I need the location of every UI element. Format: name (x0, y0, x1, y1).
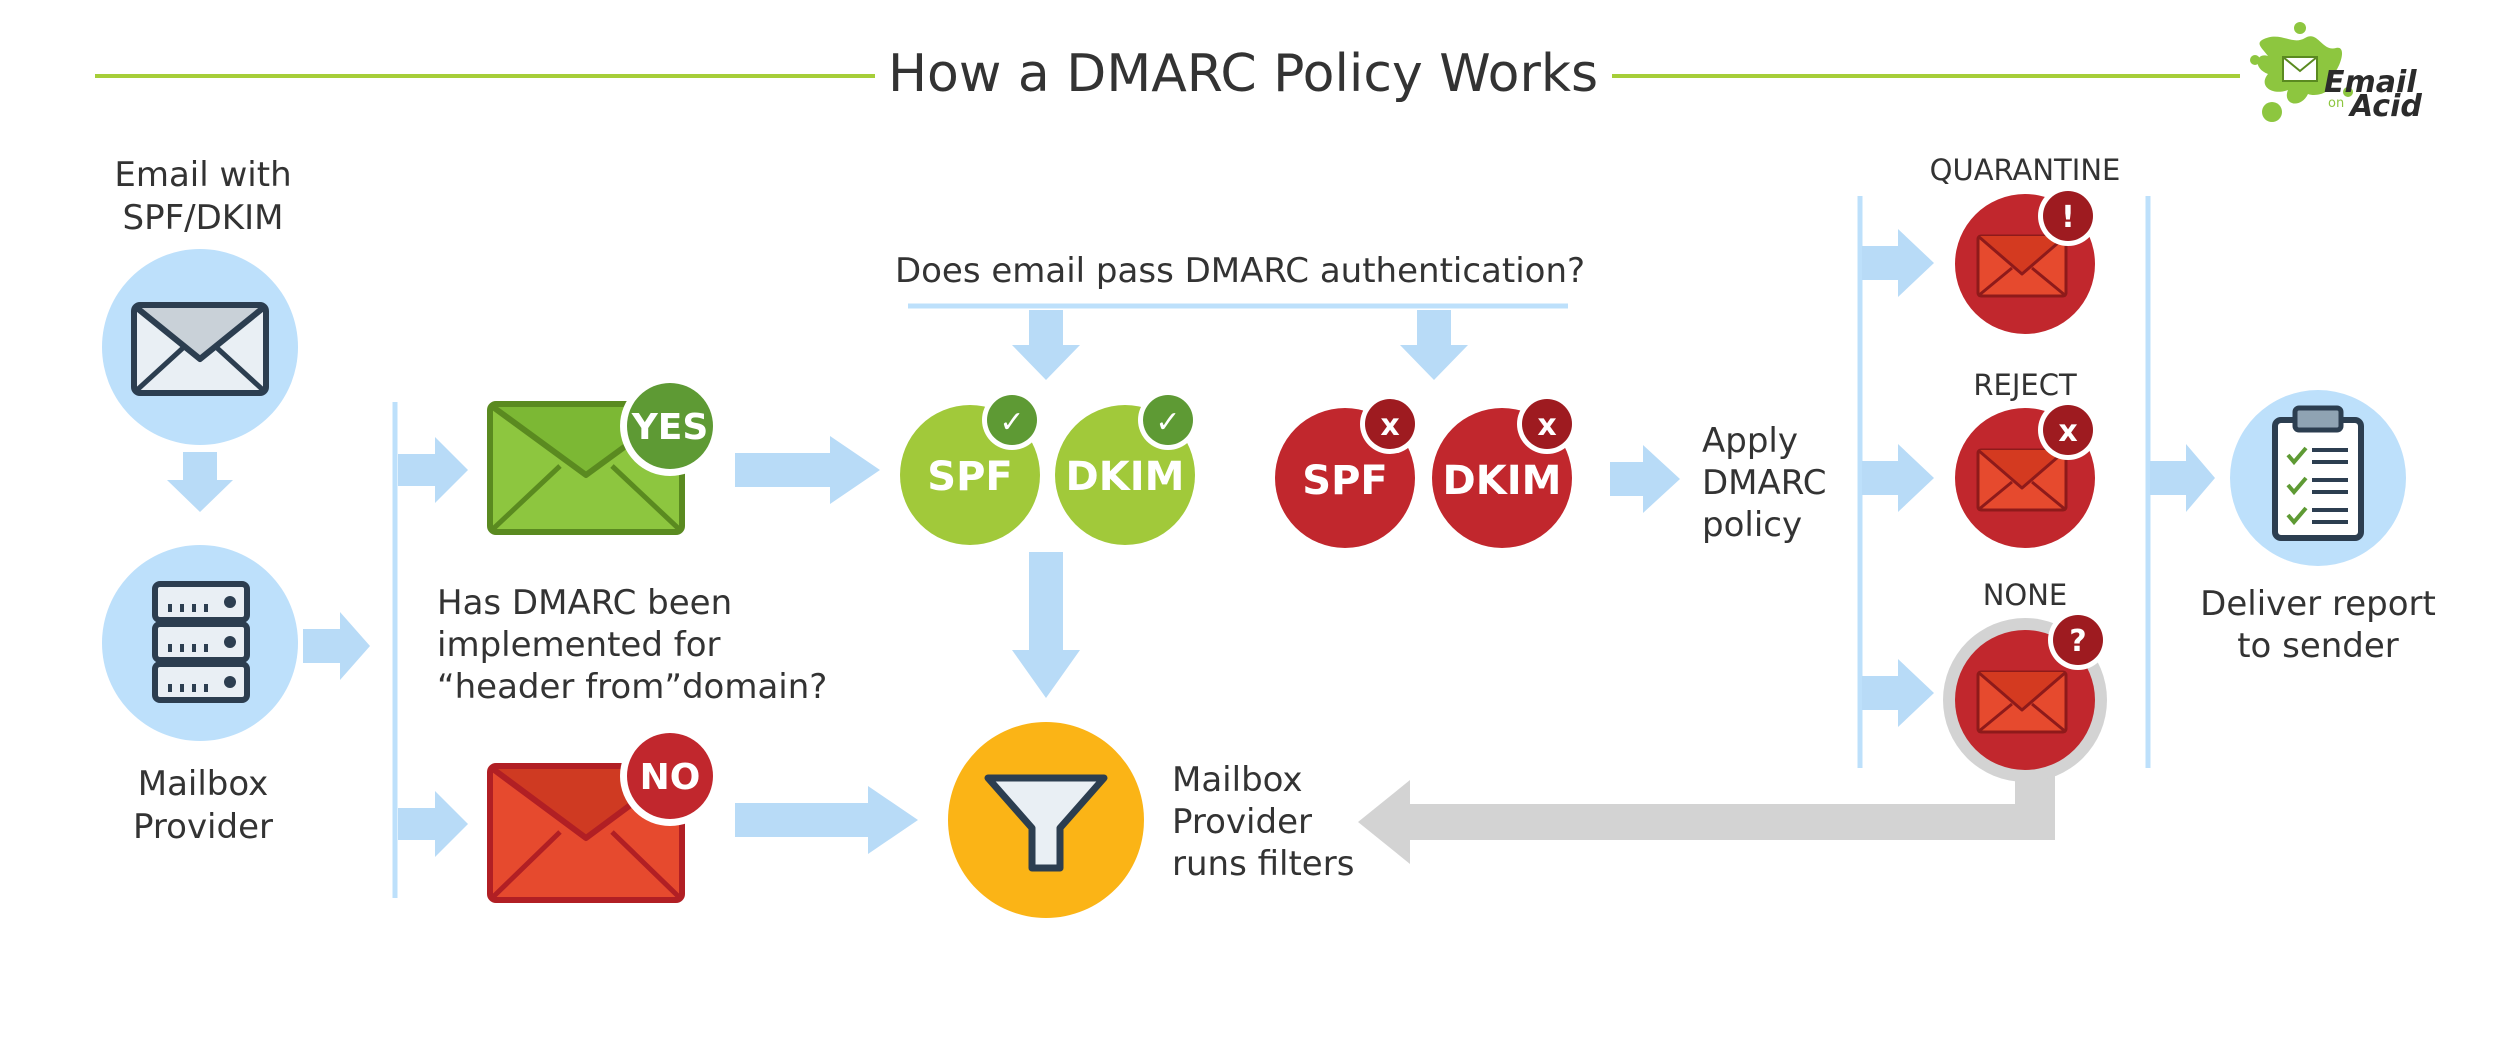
apply-label-line3: policy (1702, 505, 1802, 545)
auth-question: Does email pass DMARC authentication? (895, 251, 1585, 291)
deliver-label-line2: to sender (2237, 626, 2399, 666)
apply-label-line2: DMARC (1702, 463, 1826, 503)
arrow-down-email (167, 452, 233, 512)
arrow-right-mailbox (303, 612, 370, 680)
dkim-x-icon: x (1537, 408, 1556, 443)
funnel-icon (984, 774, 1108, 872)
arrow-no-to-filters (735, 786, 918, 854)
no-badge (627, 733, 713, 819)
filters-label-line3: runs filters (1172, 844, 1354, 884)
implemented-label-line1: Has DMARC been (437, 583, 732, 623)
implemented-label-line2: implemented for (437, 625, 721, 665)
arrow-to-yes (398, 437, 468, 503)
dkim-fail-badge (1522, 399, 1572, 449)
spf-fail-label: SPF (1302, 458, 1387, 504)
dkim-fail-label: DKIM (1443, 458, 1562, 504)
apply-label-line1: Apply (1702, 421, 1798, 461)
mailbox-label-line1: Mailbox (138, 764, 269, 804)
question-icon: ? (2069, 624, 2086, 659)
dkim-pass-badge (1143, 395, 1193, 445)
arrow-yes-to-pass (735, 436, 880, 504)
quarantine-envelope-icon (1976, 234, 2068, 298)
none-label: NONE (1983, 578, 2068, 612)
logo-text-acid: Acid (2348, 89, 2422, 124)
email-on-acid-logo: Email on Acid (2250, 22, 2422, 124)
reject-x-icon: x (2058, 414, 2077, 449)
logo-text-on: on (2328, 96, 2344, 111)
none-badge (2053, 615, 2103, 665)
dkim-check-icon: ✓ (1155, 405, 1180, 440)
logo-text-email: Email (2324, 65, 2417, 100)
envelope-icon (134, 305, 266, 393)
arrow-fail-to-apply (1610, 445, 1680, 513)
spf-pass-label: SPF (927, 454, 1012, 500)
reject-badge (2043, 405, 2093, 455)
spf-check-icon: ✓ (999, 405, 1024, 440)
arrow-down-to-pass (1012, 310, 1080, 380)
server-icon (152, 581, 250, 703)
none-envelope-icon (1976, 670, 2068, 734)
page-title: How a DMARC Policy Works (888, 44, 1598, 104)
arrow-to-no (398, 791, 468, 857)
spf-pass-badge (987, 395, 1037, 445)
mailbox-label-line2: Provider (133, 807, 273, 847)
quarantine-badge (2043, 191, 2093, 241)
yes-badge (627, 383, 713, 469)
arrow-to-quarantine (1862, 229, 1934, 297)
no-badge-label: NO (640, 757, 701, 798)
arrow-down-to-fail (1400, 310, 1468, 380)
quarantine-label: QUARANTINE (1930, 153, 2121, 187)
arrow-to-none (1862, 659, 1934, 727)
reject-envelope-icon (1976, 448, 2068, 512)
yes-badge-label: YES (631, 407, 709, 448)
arrow-to-reject (1862, 444, 1934, 512)
filters-label-line1: Mailbox (1172, 760, 1303, 800)
email-label-line2: SPF/DKIM (123, 198, 284, 238)
exclamation-icon: ! (2061, 200, 2075, 235)
email-label-line1: Email with (114, 155, 291, 195)
arrow-pass-to-filters (1012, 552, 1080, 698)
spf-x-icon: x (1380, 408, 1399, 443)
deliver-label-line1: Deliver report (2200, 584, 2436, 624)
spf-fail-badge (1365, 399, 1415, 449)
dkim-pass-label: DKIM (1066, 454, 1185, 500)
arrow-to-report (2150, 444, 2215, 512)
arrow-none-to-filters (1358, 780, 2055, 864)
implemented-label-line3: “header from”domain? (437, 667, 827, 707)
filters-label-line2: Provider (1172, 802, 1312, 842)
reject-label: REJECT (1973, 368, 2077, 402)
clipboard-icon (2272, 405, 2364, 541)
